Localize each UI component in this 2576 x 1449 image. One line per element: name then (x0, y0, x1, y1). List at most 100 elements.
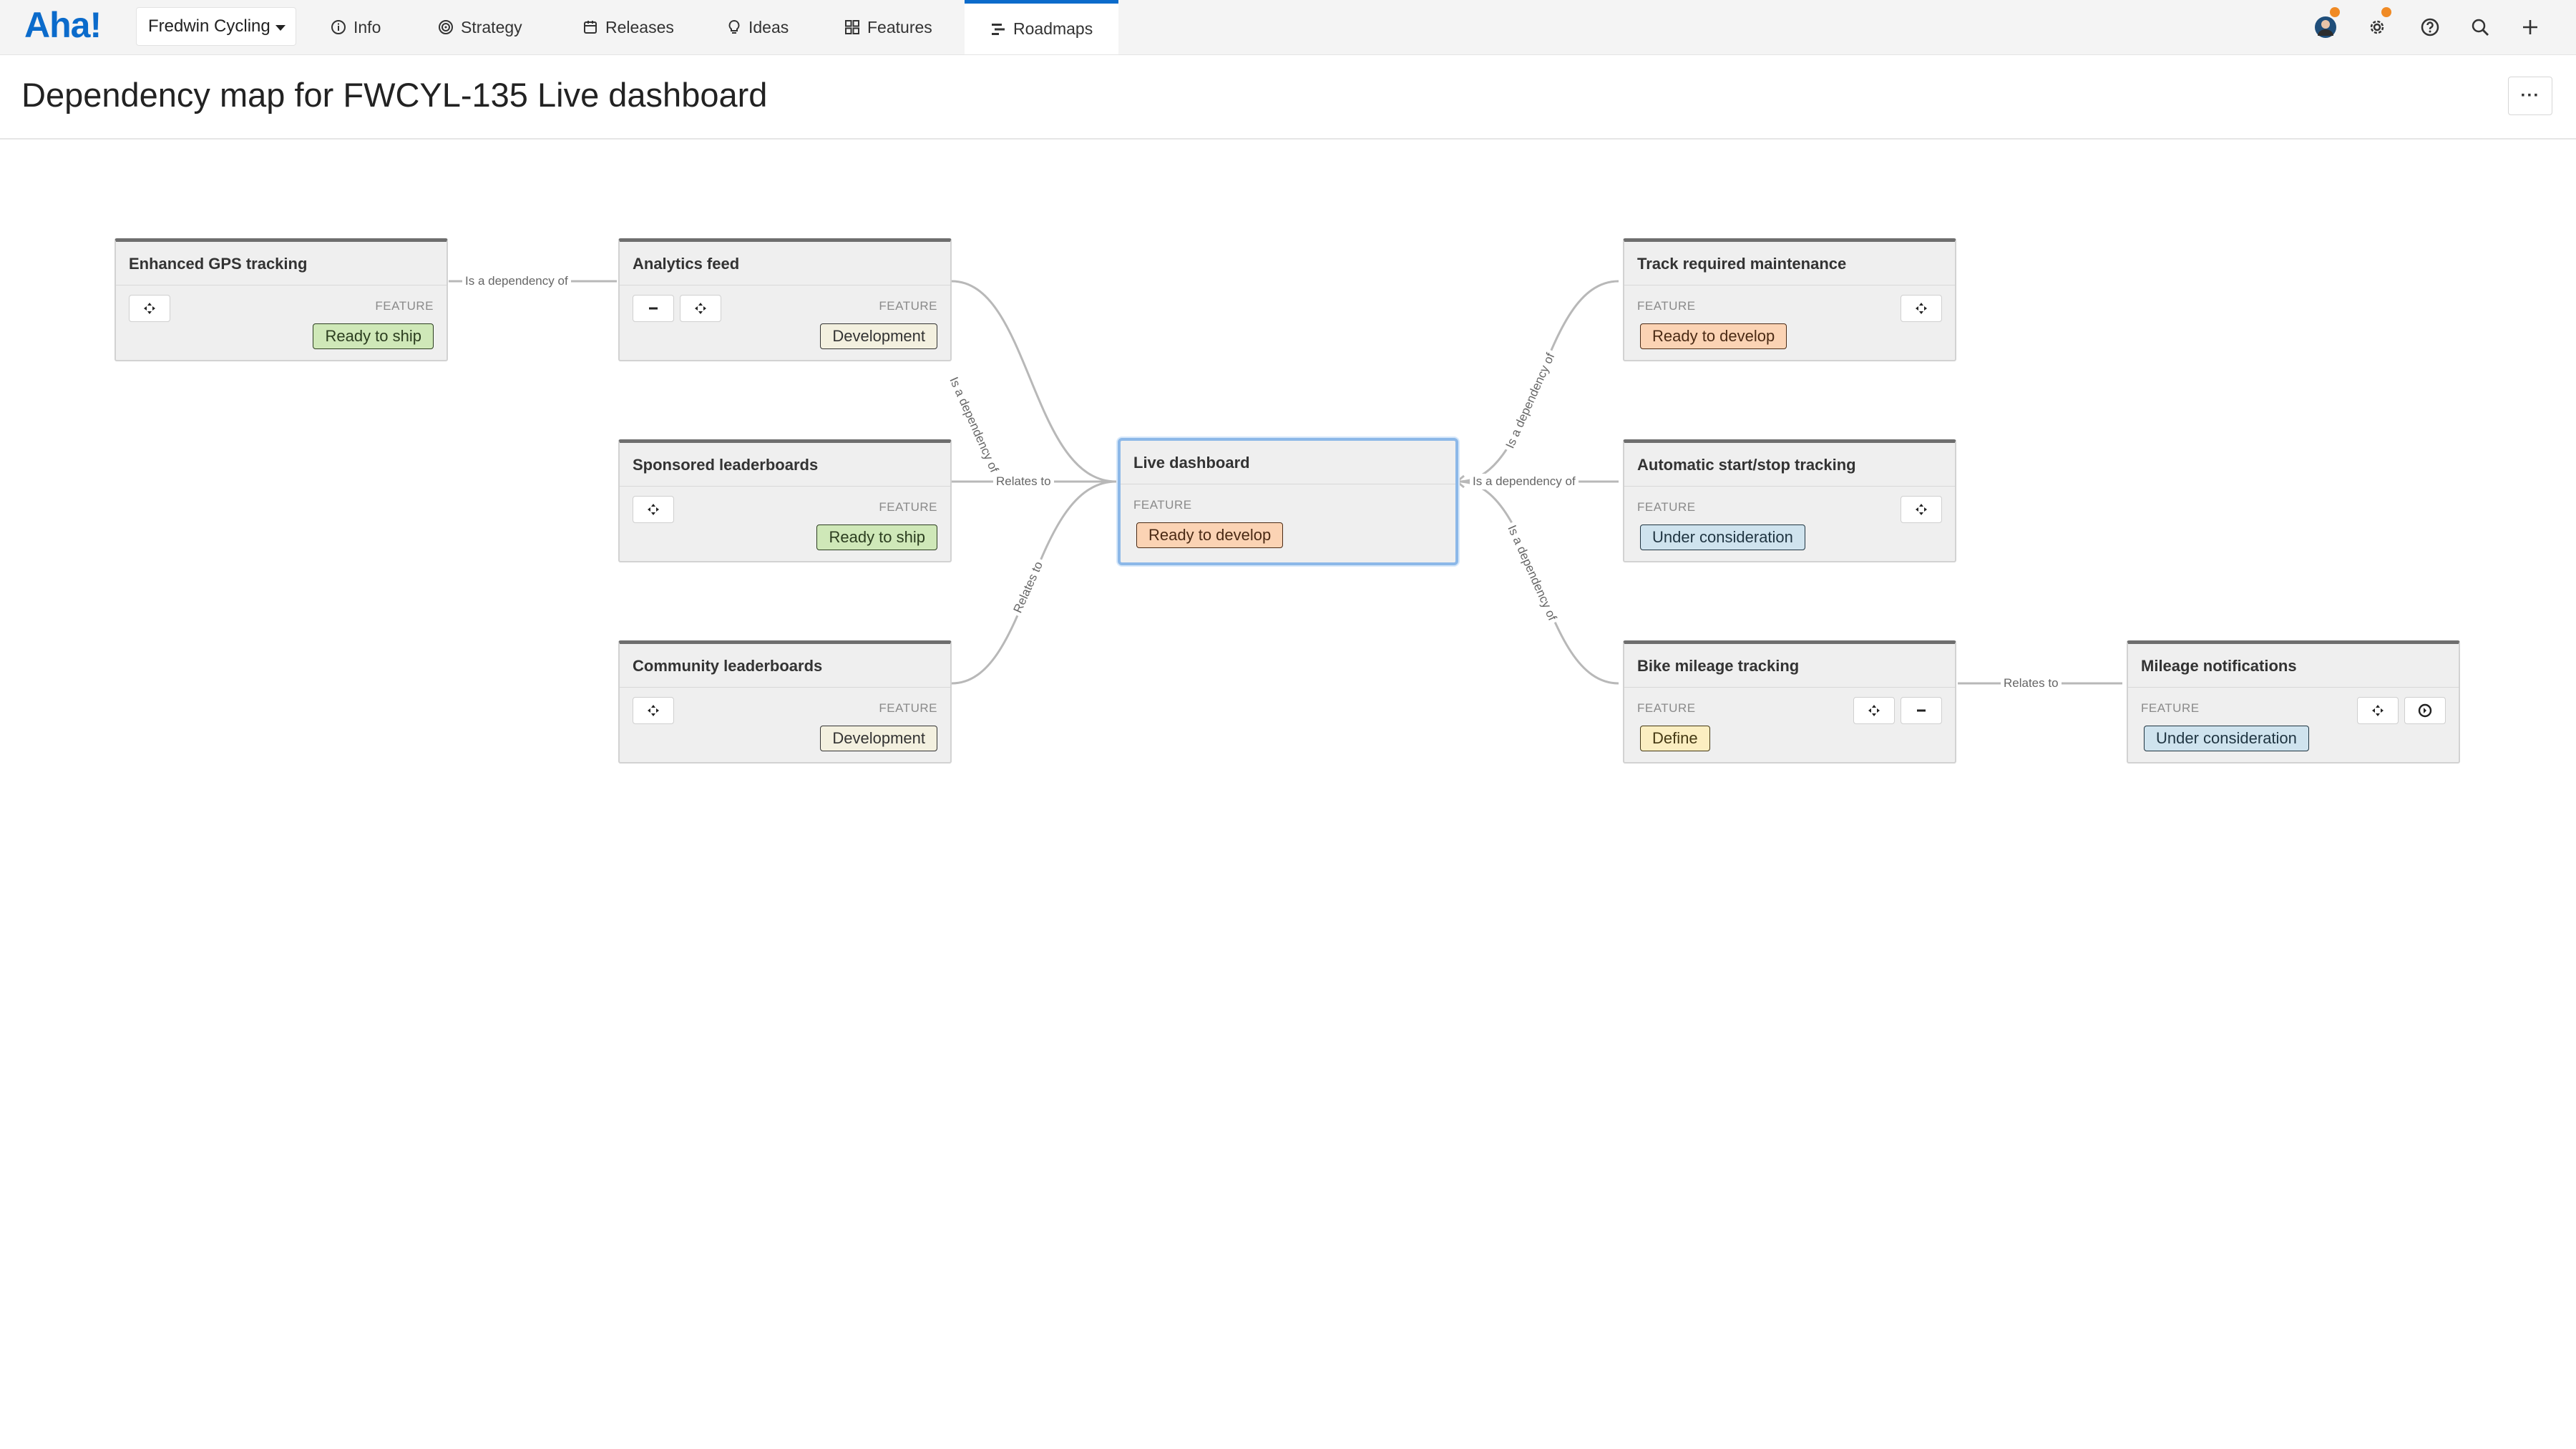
edge-label-bike-notifications: Relates to (2001, 675, 2062, 691)
feature-card-live-dashboard[interactable]: Live dashboard FEATURE Ready to develop (1118, 438, 1458, 565)
tab-ideas-label: Ideas (748, 17, 789, 36)
page-title: Dependency map for FWCYL-135 Live dashbo… (21, 76, 768, 114)
expand-icon (648, 705, 659, 716)
edge-analytics-live (951, 280, 1117, 483)
page-header: Dependency map for FWCYL-135 Live dashbo… (0, 55, 2576, 140)
card-type-label: FEATURE (879, 701, 937, 715)
card-divider (620, 486, 950, 487)
status-badge[interactable]: Ready to develop (1136, 522, 1284, 548)
card-title[interactable]: Analytics feed (633, 255, 740, 273)
card-divider (1624, 687, 1955, 688)
edge-label-gps-analytics: Is a dependency of (462, 273, 571, 289)
card-title[interactable]: Bike mileage tracking (1637, 657, 1800, 675)
expand-right-button[interactable] (2404, 697, 2446, 724)
card-title[interactable]: Enhanced GPS tracking (129, 255, 308, 273)
card-divider (1624, 486, 1955, 487)
feature-card-sponsored-leaderboards[interactable]: Sponsored leaderboards FEATURE Ready to … (618, 439, 952, 562)
tab-features-label: Features (867, 17, 932, 36)
workspace-selector[interactable]: Fredwin Cycling (136, 7, 296, 46)
circle-arrow-icon (2418, 703, 2432, 718)
tab-info-label: Info (353, 17, 381, 36)
minus-icon (1917, 709, 1926, 712)
card-title[interactable]: Sponsored leaderboards (633, 456, 819, 474)
dependency-map-canvas: Is a dependency of Is a dependency of Re… (0, 140, 2576, 1449)
expand-icon (144, 303, 155, 314)
card-type-label: FEATURE (1637, 701, 1696, 715)
card-divider (1624, 285, 1955, 286)
help-icon[interactable] (2419, 16, 2441, 39)
card-divider (620, 687, 950, 688)
tab-roadmaps-label: Roadmaps (1013, 19, 1093, 38)
aha-logo[interactable]: Aha! (24, 5, 102, 45)
expand-button[interactable] (1901, 496, 1942, 523)
tab-roadmaps[interactable]: Roadmaps (965, 0, 1119, 54)
notification-dot (2381, 7, 2391, 17)
tab-ideas[interactable]: Ideas (727, 0, 789, 54)
status-badge[interactable]: Define (1640, 726, 1710, 751)
target-icon (438, 19, 454, 35)
expand-icon (695, 303, 706, 314)
collapse-button[interactable] (1901, 697, 1942, 724)
expand-icon (2372, 705, 2384, 716)
plus-icon[interactable] (2519, 16, 2542, 39)
tab-strategy-label: Strategy (461, 17, 522, 36)
tab-info[interactable]: Info (331, 0, 381, 54)
status-badge[interactable]: Ready to ship (816, 525, 937, 550)
card-type-label: FEATURE (375, 299, 434, 313)
gear-icon[interactable] (2366, 7, 2391, 39)
workspace-name: Fredwin Cycling (148, 16, 270, 36)
feature-card-analytics-feed[interactable]: Analytics feed FEATURE Development (618, 238, 952, 361)
status-badge[interactable]: Development (820, 726, 937, 751)
feature-card-track-required-maintenance[interactable]: Track required maintenance FEATURE Ready… (1623, 238, 1956, 361)
chevron-down-icon (275, 25, 286, 31)
feature-card-bike-mileage-tracking[interactable]: Bike mileage tracking FEATURE Define (1623, 640, 1956, 763)
edge-label-sponsored-live: Relates to (993, 474, 1054, 489)
status-badge[interactable]: Development (820, 323, 937, 349)
expand-button[interactable] (633, 496, 674, 523)
roadmap-icon (990, 21, 1006, 37)
status-badge[interactable]: Under consideration (1640, 525, 1805, 550)
search-icon[interactable] (2469, 16, 2492, 39)
card-divider (2128, 687, 2459, 688)
grid-icon (844, 19, 860, 35)
status-badge[interactable]: Ready to ship (313, 323, 434, 349)
card-title[interactable]: Track required maintenance (1637, 255, 1847, 273)
tab-features[interactable]: Features (844, 0, 932, 54)
card-type-label: FEATURE (879, 500, 937, 514)
expand-button[interactable] (633, 697, 674, 724)
tab-strategy[interactable]: Strategy (438, 0, 522, 54)
status-badge[interactable]: Under consideration (2144, 726, 2309, 751)
card-type-label: FEATURE (2141, 701, 2200, 715)
expand-button[interactable] (1853, 697, 1895, 724)
card-type-label: FEATURE (1133, 498, 1192, 512)
feature-card-community-leaderboards[interactable]: Community leaderboards FEATURE Developme… (618, 640, 952, 763)
tab-releases[interactable]: Releases (582, 0, 674, 54)
expand-icon (1916, 303, 1927, 314)
expand-button[interactable] (680, 295, 721, 322)
card-type-label: FEATURE (1637, 299, 1696, 313)
expand-button[interactable] (2357, 697, 2399, 724)
feature-card-mileage-notifications[interactable]: Mileage notifications FEATURE Under cons… (2127, 640, 2460, 763)
collapse-button[interactable] (633, 295, 674, 322)
card-title[interactable]: Community leaderboards (633, 657, 823, 675)
card-title[interactable]: Automatic start/stop tracking (1637, 456, 1856, 474)
more-options-button[interactable]: ··· (2508, 77, 2552, 115)
top-navigation-bar: Aha! Fredwin Cycling Info Strategy Relea… (0, 0, 2576, 55)
card-title[interactable]: Mileage notifications (2141, 657, 2297, 675)
expand-icon (648, 504, 659, 515)
status-badge[interactable]: Ready to develop (1640, 323, 1787, 349)
user-avatar[interactable] (2314, 7, 2340, 39)
expand-icon (1916, 504, 1927, 515)
expand-button[interactable] (1901, 295, 1942, 322)
expand-icon (1868, 705, 1880, 716)
feature-card-enhanced-gps-tracking[interactable]: Enhanced GPS tracking FEATURE Ready to s… (114, 238, 448, 361)
card-type-label: FEATURE (1637, 500, 1696, 514)
card-title[interactable]: Live dashboard (1133, 454, 1250, 472)
edge-label-auto-live: Is a dependency of (1470, 474, 1579, 489)
expand-button[interactable] (129, 295, 170, 322)
lightbulb-icon (727, 19, 741, 35)
card-divider (116, 285, 447, 286)
feature-card-automatic-start-stop-tracking[interactable]: Automatic start/stop tracking FEATURE Un… (1623, 439, 1956, 562)
minus-icon (649, 307, 658, 310)
card-type-label: FEATURE (879, 299, 937, 313)
